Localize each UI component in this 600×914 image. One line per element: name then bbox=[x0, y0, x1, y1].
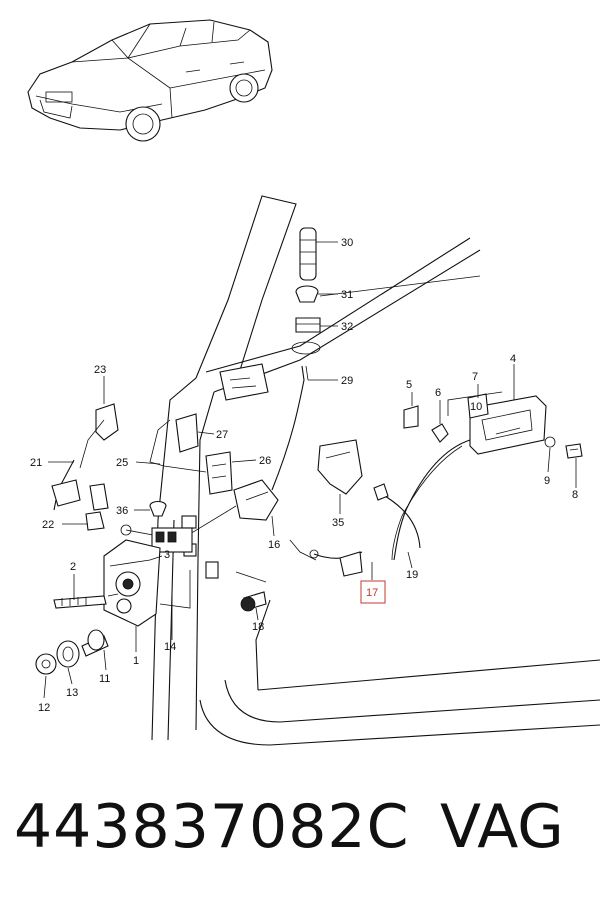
car-illustration bbox=[27, 19, 273, 142]
callout-17: 17 bbox=[366, 587, 378, 599]
door-lock-mechanism bbox=[53, 539, 267, 627]
callout-25: 25 bbox=[116, 457, 128, 469]
release-cable-group bbox=[289, 439, 471, 577]
rod-linkage-group bbox=[51, 363, 279, 541]
callout-35: 35 bbox=[332, 517, 344, 529]
callout-1: 1 bbox=[133, 655, 139, 667]
callout-11: 11 bbox=[99, 673, 110, 685]
part-number-caption: 443837082C bbox=[14, 792, 410, 862]
callout-29: 29 bbox=[341, 375, 353, 387]
callout-18: 18 bbox=[252, 621, 264, 633]
callout-5: 5 bbox=[406, 379, 412, 391]
callout-13: 13 bbox=[66, 687, 78, 699]
callout-16: 16 bbox=[268, 539, 280, 551]
callout-21: 21 bbox=[30, 457, 42, 469]
callout-32: 32 bbox=[341, 321, 353, 333]
callout-23: 23 bbox=[94, 364, 106, 376]
callout-17-highlight-box bbox=[360, 580, 386, 604]
callout-31: 31 bbox=[341, 289, 353, 301]
callout-22: 22 bbox=[42, 519, 54, 531]
callout-8: 8 bbox=[572, 489, 578, 501]
callout-26: 26 bbox=[259, 455, 271, 467]
leader-lines bbox=[43, 241, 577, 699]
fastener-parts bbox=[35, 629, 109, 675]
inside-handle-group bbox=[403, 391, 583, 459]
brand-caption: VAG bbox=[440, 792, 564, 862]
callout-9: 9 bbox=[544, 475, 550, 487]
callout-27: 27 bbox=[216, 429, 228, 441]
callout-36: 36 bbox=[116, 505, 128, 517]
callout-7: 7 bbox=[472, 371, 478, 383]
callout-19: 19 bbox=[406, 569, 418, 581]
callout-6: 6 bbox=[435, 387, 441, 399]
callout-14: 14 bbox=[164, 641, 176, 653]
callout-4: 4 bbox=[510, 353, 516, 365]
panel-clips bbox=[151, 515, 219, 609]
lock-knob-assembly bbox=[271, 227, 321, 491]
callout-10: 10 bbox=[470, 401, 482, 413]
callout-2: 2 bbox=[70, 561, 76, 573]
callout-30: 30 bbox=[341, 237, 353, 249]
callout-labels: 30 31 32 29 23 27 25 26 21 36 22 5 6 7 4… bbox=[30, 237, 578, 714]
callout-12: 12 bbox=[38, 702, 50, 714]
callout-3: 3 bbox=[164, 549, 170, 561]
door-frame bbox=[151, 195, 600, 746]
